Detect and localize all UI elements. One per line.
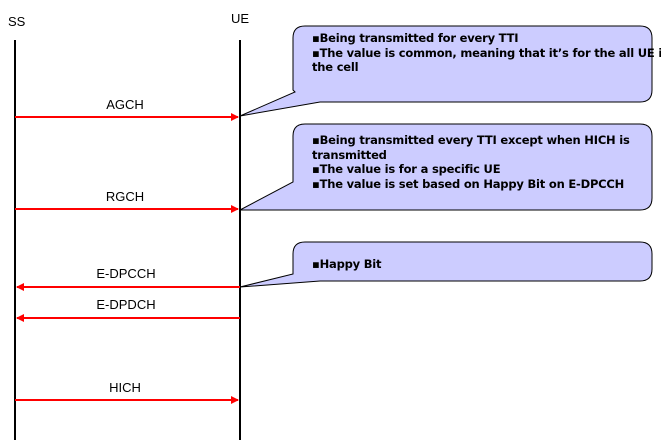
ue-label: UE — [231, 11, 250, 26]
callout-rgch-bubble — [239, 123, 653, 211]
callout-line: ▪Being transmitted for every TTI — [312, 31, 519, 45]
rgch-label: RGCH — [105, 189, 145, 204]
callout-line: ▪Being transmitted every TTI except when… — [312, 133, 630, 147]
callout-rgch-text: ▪Being transmitted every TTI except when… — [312, 133, 630, 191]
agch-label: AGCH — [106, 97, 144, 112]
callout-line: ▪The value is common, meaning that it’s … — [312, 45, 661, 60]
callout-line: the cell — [312, 60, 359, 75]
callout-agch-text: ▪Being transmitted for every TTI ▪The va… — [312, 31, 661, 75]
callout-line: transmitted — [312, 147, 387, 162]
callout-edpcch-bubble — [239, 241, 653, 288]
callout-line: ▪Happy Bit — [312, 257, 382, 271]
callout-agch-bubble — [239, 25, 653, 117]
edpcch-label: E-DPCCH — [96, 266, 156, 281]
ss-label: SS — [8, 14, 26, 29]
callout-line: ▪The value is for a specific UE — [312, 162, 501, 177]
edpdch-label: E-DPDCH — [96, 297, 156, 312]
callout-line: ▪The value is set based on Happy Bit on … — [312, 176, 625, 191]
callout-edpcch-text: ▪Happy Bit — [312, 257, 382, 272]
hich-label: HICH — [109, 380, 141, 395]
